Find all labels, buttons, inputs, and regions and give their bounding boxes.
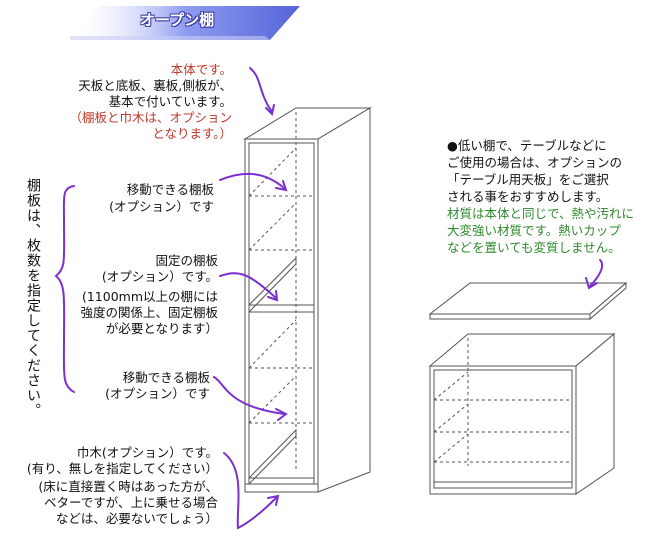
fixed-line4: 強度の関係上、固定棚板 (80, 305, 218, 320)
table-top-line6: 大変強い材質です。熱いカップ (447, 223, 621, 238)
fixed-line5: が必要となります） (105, 321, 218, 336)
main-body-note1: （棚板と巾木は、オプション (69, 110, 232, 125)
lower-movable-line2: (オプション）です (105, 386, 210, 401)
arrow-fixed (219, 272, 277, 299)
baseboard-line1: 巾木(オプション）です。 (76, 445, 218, 460)
tall-shelf-front (244, 138, 319, 493)
tall-shelf-side (317, 107, 371, 493)
bottom-board (248, 428, 297, 486)
fixed-line2: (オプション）です。 (101, 269, 218, 284)
upper-movable-line2: (オプション）です (109, 199, 214, 214)
upper-movable-shelf (248, 147, 314, 251)
bracket (54, 185, 75, 393)
main-body-heading: 本体です。 (170, 62, 232, 77)
baseboard-line3: (床に直接置く時はあった方が、 (38, 479, 218, 494)
arrow-baseboard (223, 452, 277, 530)
fixed-line1: 固定の棚板 (155, 253, 218, 268)
arrow-lower-movable (213, 376, 285, 415)
table-top-line2: ご使用の場合は、オプションの (447, 155, 623, 170)
main-body-note2: となります。） (152, 126, 232, 141)
main-body-line1: 天板と底板、裏板,側板が、 (78, 78, 232, 93)
upper-movable-line1: 移動できる棚板 (126, 182, 214, 197)
arrow-table-top (589, 259, 604, 287)
table-top-line3: 「テーブル用天板」をご選択 (447, 172, 609, 187)
main-body-line2: 基本で付いています。 (108, 94, 232, 109)
fixed-line3: (1100mm以上の棚には (81, 289, 218, 304)
title-banner (70, 6, 300, 40)
low-shelf-side (575, 332, 615, 495)
lower-movable-line1: 移動できる棚板 (122, 370, 210, 385)
table-top-line4: される事をおすすめします。 (447, 189, 609, 204)
baseboard-line2: (有り、無しを指定してください） (26, 461, 218, 476)
baseboard-line5: などは、必要ないでしょう） (55, 511, 218, 526)
arrow-main-body (249, 67, 273, 113)
baseboard (244, 483, 319, 493)
vertical-shelf-count-note: 棚板は、枚数を指定してください。 (25, 178, 41, 418)
lower-movable-shelf (248, 319, 314, 424)
low-shelf-front (429, 365, 577, 495)
table-top-line5: 材質は本体と同じで、熱や汚れに (447, 206, 635, 221)
arrow-upper-movable (219, 172, 285, 189)
fixed-shelf (248, 256, 297, 314)
baseboard-line4: ベターですが、上に乗せる場合 (43, 495, 218, 510)
table-top-line7: などを置いても変質しません。 (447, 240, 621, 255)
page-title: オープン棚 (140, 11, 215, 29)
table-top-line1: ●低い棚で、テーブルなどに (447, 138, 607, 153)
